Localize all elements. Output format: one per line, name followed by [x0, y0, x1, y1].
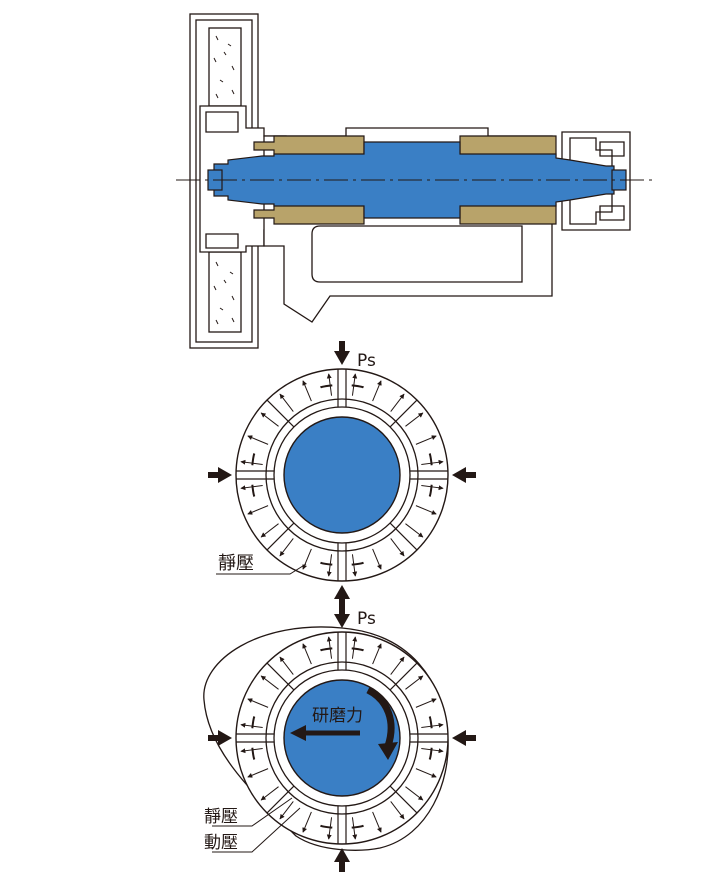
grinding-wheel-lower	[208, 251, 242, 333]
pressure-arrow	[302, 380, 312, 402]
pressure-arrow-head	[334, 848, 350, 862]
pressure-arrow	[302, 548, 312, 570]
bearing-inner-ring	[273, 669, 411, 807]
oil-pocket-arc	[319, 647, 333, 652]
static-pressure-label: 靜壓	[218, 553, 254, 574]
pressure-arrow	[415, 505, 437, 515]
pressure-arrow-head	[334, 351, 350, 365]
pressure-arrow	[415, 698, 437, 708]
oil-pocket-arc	[251, 747, 256, 761]
pressure-arrow	[279, 538, 294, 557]
pressure-arrow-head	[218, 467, 232, 483]
pressure-arrow	[260, 675, 279, 690]
pressure-arrow	[415, 768, 437, 778]
oil-pocket-arc	[251, 715, 256, 729]
pad-divider	[266, 522, 295, 551]
pressure-arrow	[405, 675, 424, 690]
oil-pocket-arc	[351, 647, 365, 652]
pad-divider	[266, 785, 295, 814]
pressure-arrow	[279, 801, 294, 820]
pressure-arrow	[260, 786, 279, 801]
pad-divider	[389, 662, 418, 691]
grinding-wheel-upper	[208, 27, 242, 107]
pressure-arrow	[415, 435, 437, 445]
oil-pocket-arc	[319, 384, 333, 389]
pad-divider	[389, 785, 418, 814]
pressure-arrow	[405, 786, 424, 801]
shaft-circle	[283, 416, 401, 534]
pressure-arrow	[247, 768, 269, 778]
pressure-arrow	[372, 380, 382, 402]
pressure-arrow	[302, 811, 312, 833]
pressure-arrow-head	[452, 730, 466, 746]
oil-pocket-arc	[251, 452, 256, 466]
bearing-pad-ring	[265, 661, 419, 815]
oil-pocket-arc	[251, 484, 256, 498]
oil-pocket-arc	[428, 484, 433, 498]
pressure-arrow-head	[334, 585, 350, 599]
leader-lines	[212, 563, 307, 853]
oil-pocket-arc	[428, 747, 433, 761]
rotation-arrow-icon	[366, 686, 395, 748]
oil-pocket-arc	[319, 561, 333, 566]
pressure-arrow	[390, 393, 405, 412]
grinding-force-label: 研磨力	[312, 706, 363, 726]
pressure-arrow-head	[452, 467, 466, 483]
pad-divider	[389, 522, 418, 551]
pad-divider	[389, 399, 418, 428]
supply-pressure-label: Ps	[357, 609, 376, 629]
dynamic-pressure-label: 動壓	[204, 833, 238, 853]
dynamic-bearing	[203, 604, 476, 872]
pressure-arrow	[405, 412, 424, 427]
oil-pocket-arc	[351, 561, 365, 566]
shaft-circle	[283, 679, 401, 797]
pressure-arrow	[372, 643, 382, 665]
pressure-arrow	[405, 523, 424, 538]
pressure-arrow	[279, 656, 294, 675]
pressure-arrow	[260, 523, 279, 538]
pad-divider	[266, 399, 295, 428]
pressure-arrow	[372, 548, 382, 570]
bearing-inner-ring	[273, 406, 411, 544]
pad-divider	[266, 662, 295, 691]
pressure-arrow	[390, 801, 405, 820]
oil-pocket-arc	[428, 452, 433, 466]
housing-cavity	[311, 225, 523, 283]
pressure-arrow	[279, 393, 294, 412]
supply-pressure-label: Ps	[357, 351, 376, 371]
pressure-arrow	[302, 643, 312, 665]
pressure-arrow	[247, 698, 269, 708]
pressure-arrow	[247, 505, 269, 515]
bearing-pad-ring	[265, 398, 419, 552]
oil-pocket-arc	[351, 824, 365, 829]
pressure-arrow	[390, 656, 405, 675]
static-bearing	[208, 341, 476, 609]
wheel-texture	[213, 35, 235, 325]
pressure-arrows	[208, 604, 476, 872]
oil-pocket-arc	[351, 384, 365, 389]
pressure-arrow	[247, 435, 269, 445]
static-pressure-label: 靜壓	[204, 807, 238, 827]
pressure-arrow	[372, 811, 382, 833]
oil-pocket-arc	[319, 824, 333, 829]
oil-pocket-arc	[428, 715, 433, 729]
pressure-arrow	[390, 538, 405, 557]
pressure-arrow-head	[334, 614, 350, 628]
pressure-arrow-head	[218, 730, 232, 746]
pressure-arrow	[260, 412, 279, 427]
